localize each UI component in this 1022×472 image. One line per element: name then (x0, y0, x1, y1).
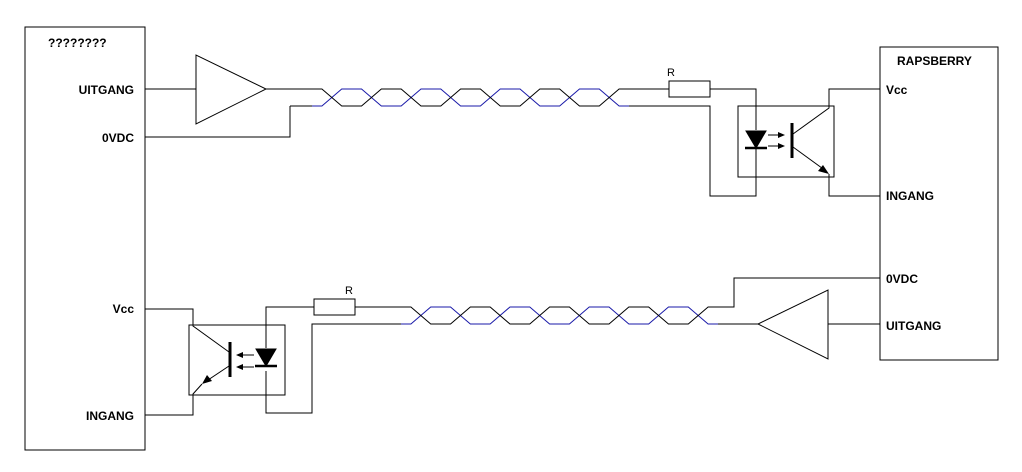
right-pin-ground-label: 0VDC (886, 272, 918, 286)
wire-left-ground (145, 106, 291, 138)
wire-collector-to-vcc (792, 88, 880, 135)
wire-collector-to-left-vcc (145, 308, 230, 353)
right-pin-input-label: INGANG (886, 189, 934, 203)
wire-resistor-to-led (710, 88, 757, 130)
twisted-pair-wire-b (401, 306, 718, 325)
wire-return-to-optocoupler-bottom (265, 323, 401, 414)
led-bottom-icon (255, 348, 277, 367)
twisted-pair-wire-a (401, 306, 718, 325)
resistor-bottom-icon (313, 298, 356, 316)
twisted-pair-wire-b (312, 88, 629, 107)
twisted-pair-cable-bottom (401, 306, 718, 325)
optocoupler-bottom (145, 308, 286, 416)
left-device: ???????? UITGANG 0VDC Vcc INGANG (24, 26, 146, 451)
left-pin-input-label: INGANG (86, 409, 134, 423)
wire-emitter-to-input (828, 174, 880, 197)
right-device: RAPSBERRY Vcc INGANG 0VDC UITGANG (879, 46, 999, 361)
wire-return-to-optocoupler (629, 105, 757, 197)
led-top-icon (745, 130, 767, 149)
right-device-box (879, 46, 999, 361)
wire-resistor-to-led-bottom (265, 306, 314, 348)
twisted-pair-cable-top (312, 88, 629, 107)
buffer-bottom-icon (756, 289, 829, 360)
left-device-title: ???????? (48, 36, 107, 50)
resistor-top-label: R (667, 67, 675, 79)
optocoupler-top (737, 88, 880, 197)
optocoupler-top-box (737, 105, 835, 178)
left-pin-vcc-label: Vcc (113, 302, 135, 316)
resistor-top-icon (668, 80, 711, 98)
buffer-top-icon (195, 54, 268, 125)
right-pin-vcc-label: Vcc (886, 83, 908, 97)
wire-emitter-to-left-input (145, 383, 203, 416)
optocoupler-bottom-box (188, 324, 286, 396)
right-pin-output-label: UITGANG (886, 319, 941, 333)
left-device-box (24, 26, 146, 451)
right-device-title: RAPSBERRY (897, 54, 972, 68)
twisted-pair-wire-a (312, 88, 629, 107)
wire-right-ground (718, 277, 880, 308)
resistor-bottom-label: R (345, 285, 353, 297)
left-pin-ground-label: 0VDC (102, 131, 134, 145)
left-pin-output-label: UITGANG (79, 83, 134, 97)
